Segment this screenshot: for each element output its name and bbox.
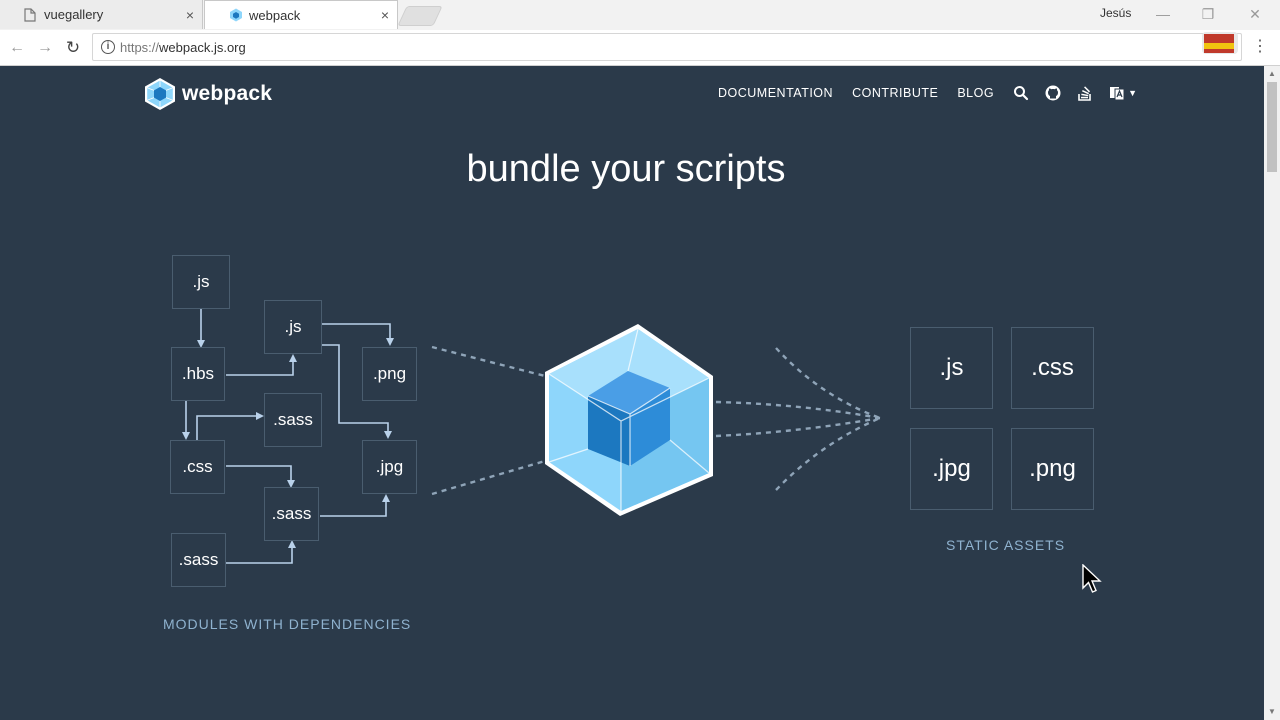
address-bar[interactable]: i https://webpack.js.org — [92, 33, 1242, 61]
tab-close-icon[interactable]: × — [380, 7, 390, 23]
new-tab-button[interactable] — [397, 6, 443, 26]
module-box: .js — [264, 300, 322, 354]
module-box: .hbs — [171, 347, 225, 401]
module-box: .png — [362, 347, 417, 401]
module-box: .css — [170, 440, 225, 494]
tab-label: vuegallery — [44, 7, 104, 22]
scroll-up-icon[interactable]: ▲ — [1268, 69, 1276, 78]
tab-strip: vuegallery × webpack × Jesús — ❐ ✕ — [0, 0, 1280, 30]
minimize-button[interactable]: — — [1156, 6, 1170, 22]
site-info-icon[interactable]: i — [101, 40, 115, 54]
modules-caption: MODULES WITH DEPENDENCIES — [163, 616, 412, 632]
asset-box: .css — [1011, 327, 1094, 409]
browser-toolbar: ← → ↻ i https://webpack.js.org — [0, 30, 1280, 66]
scroll-down-icon[interactable]: ▼ — [1268, 707, 1276, 716]
close-window-button[interactable]: ✕ — [1249, 6, 1261, 22]
browser-menu-icon[interactable]: ⋮ — [1252, 38, 1268, 55]
dependency-arrows — [182, 309, 394, 564]
asset-box: .js — [910, 327, 993, 409]
asset-box: .jpg — [910, 428, 993, 510]
profile-name[interactable]: Jesús — [1100, 6, 1132, 20]
module-box: .js — [172, 255, 230, 309]
tab-label: webpack — [249, 7, 301, 23]
webpack-favicon-icon — [229, 8, 242, 22]
page-headline: bundle your scripts — [466, 148, 786, 190]
module-box: .sass — [171, 533, 226, 587]
webpack-logo-icon — [145, 78, 175, 110]
page-scrollbar[interactable]: ▲ ▼ — [1264, 66, 1280, 720]
tab-webpack[interactable]: webpack × — [204, 0, 398, 29]
forward-button[interactable]: → — [37, 39, 53, 56]
asset-box: .png — [1011, 428, 1094, 510]
module-box: .jpg — [362, 440, 417, 494]
language-selector[interactable]: ▼ — [1109, 85, 1137, 101]
chevron-down-icon: ▼ — [1128, 88, 1137, 98]
module-box: .sass — [264, 393, 322, 447]
restore-button[interactable]: ❐ — [1201, 6, 1215, 22]
bundle-flow-lines — [431, 345, 881, 496]
scrollbar-thumb[interactable] — [1267, 82, 1277, 172]
github-icon[interactable] — [1045, 85, 1061, 101]
module-box: .sass — [264, 487, 319, 541]
back-button[interactable]: ← — [9, 39, 25, 56]
page-icon — [24, 7, 36, 22]
search-icon[interactable] — [1013, 85, 1029, 101]
logo-wordmark: webpack — [182, 82, 273, 105]
language-icon — [1110, 87, 1125, 101]
tab-vuegallery[interactable]: vuegallery × — [0, 0, 203, 29]
webpack-cube-icon — [545, 324, 713, 516]
nav-documentation[interactable]: DOCUMENTATION — [718, 86, 834, 100]
webpack-logo[interactable]: webpack — [144, 77, 272, 111]
assets-caption: STATIC ASSETS — [946, 537, 1066, 553]
url-host: webpack.js.org — [159, 40, 246, 55]
nav-contribute[interactable]: CONTRIBUTE — [852, 86, 939, 100]
site-navigation: DOCUMENTATION CONTRIBUTE BLOG ▼ — [718, 85, 1137, 101]
extension-icon[interactable] — [1200, 30, 1240, 58]
stackoverflow-icon[interactable] — [1077, 85, 1093, 101]
url-scheme: https:// — [120, 40, 160, 55]
reload-button[interactable]: ↻ — [65, 38, 81, 57]
url-text[interactable]: https://webpack.js.org — [120, 40, 246, 55]
bundle-diagram — [182, 309, 881, 564]
tab-close-icon[interactable]: × — [185, 6, 195, 23]
webpack-page: webpack DOCUMENTATION CONTRIBUTE BLOG ▼ … — [0, 66, 1264, 720]
nav-blog[interactable]: BLOG — [957, 86, 995, 100]
mouse-pointer-icon — [1082, 563, 1102, 601]
